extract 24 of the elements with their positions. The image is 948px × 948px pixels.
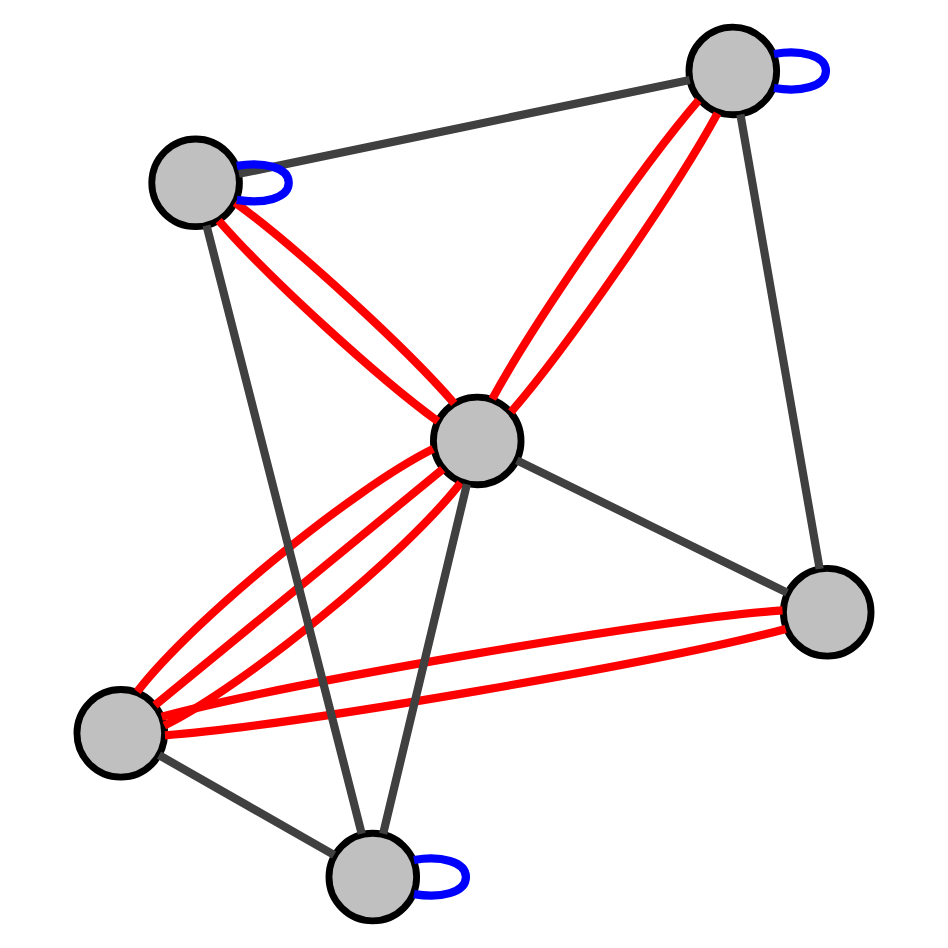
connector	[157, 751, 337, 859]
connector	[236, 160, 293, 206]
node-circle	[779, 565, 875, 660]
connector	[162, 480, 464, 730]
node-circle	[148, 135, 243, 231]
connector	[413, 854, 471, 900]
connector	[160, 606, 783, 721]
connector	[164, 624, 787, 740]
connector	[232, 199, 458, 407]
connector	[515, 456, 789, 597]
node-circle	[73, 686, 169, 781]
connector	[508, 111, 722, 415]
connector	[736, 113, 824, 570]
connector	[379, 483, 471, 835]
connector	[202, 224, 366, 835]
node-circle	[325, 829, 421, 925]
connector	[238, 75, 691, 178]
node-circle	[430, 393, 525, 489]
connector	[152, 466, 446, 709]
connector	[773, 48, 831, 94]
connector	[215, 217, 441, 425]
connector	[134, 445, 436, 695]
node-circle	[685, 23, 781, 119]
connector	[488, 97, 702, 401]
